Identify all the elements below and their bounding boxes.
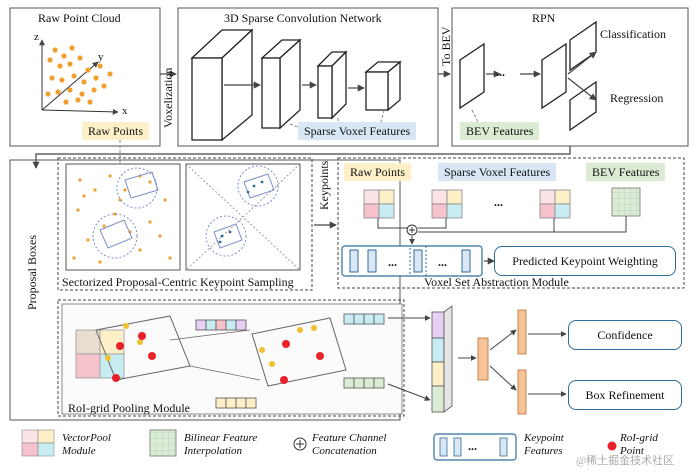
box-refinement-box: Box Refinement bbox=[568, 380, 682, 410]
legend-keypoint: Keypoint Features bbox=[524, 432, 564, 457]
vsa-title: Voxel Set Abstraction Module bbox=[424, 275, 569, 289]
raw-point-cloud bbox=[45, 45, 113, 105]
vsa-ellipsis: ... bbox=[494, 195, 503, 209]
keypoint-features-row bbox=[341, 245, 483, 277]
to-bev-label: To BEV bbox=[439, 26, 453, 67]
raw-points-chip: Raw Points bbox=[82, 122, 150, 140]
legend-roi-point-icon bbox=[607, 441, 617, 451]
kp-ellipsis-1: ... bbox=[388, 255, 397, 269]
axis-y: y bbox=[98, 51, 104, 63]
kp-ellipsis-2: ... bbox=[438, 255, 447, 269]
proposal-boxes-frame bbox=[9, 159, 401, 421]
regression-label: Regression bbox=[610, 91, 664, 105]
legend-vectorpool-icon bbox=[21, 429, 55, 457]
watermark: @稀土掘金技术社区 bbox=[576, 455, 675, 467]
raw-points-chip-2: Raw Points bbox=[344, 163, 412, 181]
classification-label: Classification bbox=[600, 27, 666, 41]
keypoints-label: Keypoints bbox=[317, 160, 331, 210]
raw-point-cloud-title: Raw Point Cloud bbox=[38, 11, 121, 25]
voxelization-label: Voxelization bbox=[161, 67, 175, 128]
roi-grid-title: RoI-grid Pooling Module bbox=[68, 401, 190, 415]
sampling-panel bbox=[57, 157, 313, 291]
vsa-panel bbox=[337, 157, 685, 289]
sparse-conv-title: 3D Sparse Convolution Network bbox=[224, 11, 382, 25]
sampling-title: Sectorized Proposal-Centric Keypoint Sam… bbox=[62, 275, 294, 289]
confidence-box: Confidence bbox=[568, 320, 682, 350]
legend-concat: Feature Channel Concatenation bbox=[312, 432, 387, 457]
axis-x: x bbox=[122, 105, 128, 117]
legend-bilinear: Bilinear Feature Interpolation bbox=[184, 432, 258, 457]
rpn-title: RPN bbox=[532, 11, 556, 25]
sparse-voxel-chip-2: Sparse Voxel Features bbox=[438, 163, 557, 181]
legend-vectorpool: VectorPool Module bbox=[62, 432, 111, 457]
rpn-ellipsis: ... bbox=[496, 65, 505, 79]
roi-grid-cells bbox=[75, 329, 125, 379]
sparse-voxel-chip: Sparse Voxel Features bbox=[298, 122, 417, 140]
vectorpool-icons bbox=[363, 187, 641, 219]
roi-grid-panel bbox=[57, 299, 405, 417]
bev-features-chip: BEV Features bbox=[460, 122, 540, 140]
sampling-left-points bbox=[72, 174, 172, 264]
predicted-weighting-box: Predicted Keypoint Weighting bbox=[494, 246, 676, 276]
legend-roi-point: RoI-grid Point bbox=[620, 432, 658, 457]
bev-features-chip-2: BEV Features bbox=[586, 163, 666, 181]
proposal-boxes-label: Proposal Boxes bbox=[25, 235, 39, 310]
axis-z: z bbox=[34, 31, 39, 43]
legend-ellipsis: ... bbox=[468, 439, 477, 453]
conv-arrows bbox=[224, 81, 365, 92]
